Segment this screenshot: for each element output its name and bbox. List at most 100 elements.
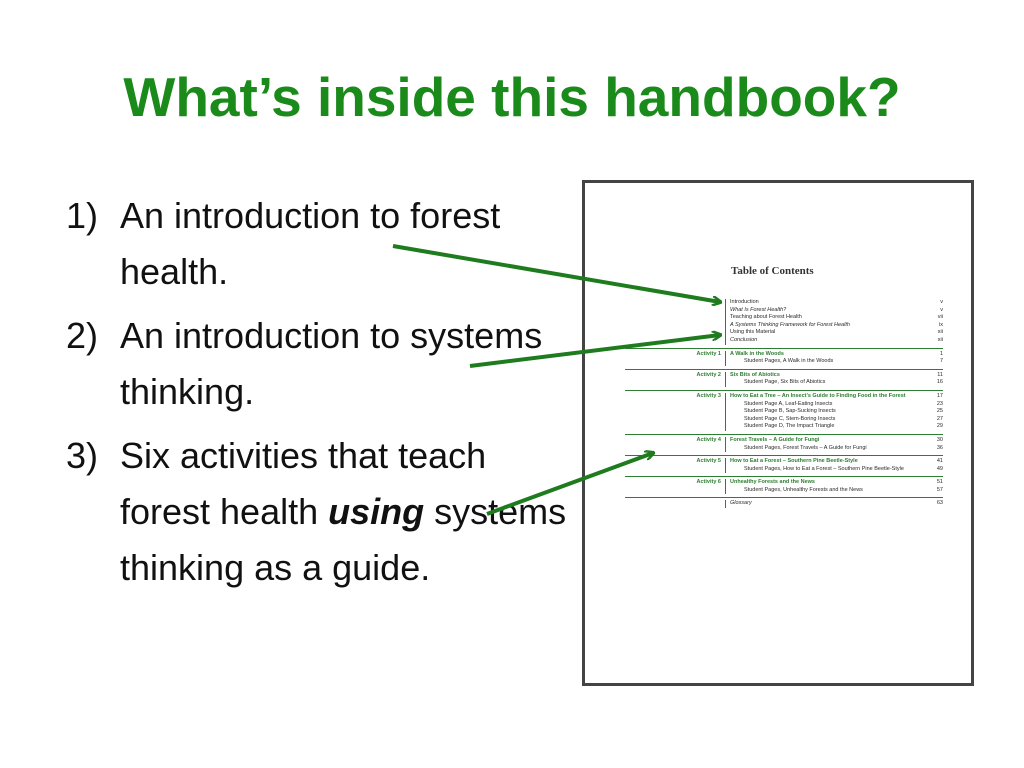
- toc-activity-label: [625, 416, 725, 424]
- toc-sub-entry: Student Pages, Unhealthy Forests and the…: [625, 486, 943, 495]
- bullet-text: Six activities that teach forest health …: [120, 428, 580, 596]
- toc-activity-label: Activity 5: [696, 458, 721, 465]
- toc-intro-entry: A Systems Thinking Framework for Forest …: [625, 321, 943, 330]
- toc-entry-label: Using this Material: [725, 329, 923, 337]
- toc-activity-label: [625, 445, 725, 453]
- toc-entry-label: Six Bits of Abiotics: [725, 371, 923, 380]
- toc-page-number: 29: [936, 423, 943, 430]
- toc-entry-label: Student Page D, The Impact Triangle: [725, 423, 923, 431]
- toc-sub-entry: Student Page B, Sap-Sucking Insects 25: [625, 408, 943, 416]
- toc-sub-entry: Student Page D, The Impact Triangle 29: [625, 423, 943, 431]
- toc-entry-label: Glossary: [725, 500, 923, 509]
- toc-activity-label: [625, 487, 725, 495]
- toc-divider: [625, 455, 943, 457]
- toc-activity-label: [625, 322, 725, 330]
- toc-activity-entry: Activity 5 How to Eat a Forest – Southern…: [625, 458, 943, 466]
- toc-sub-entry: Student Page, Six Bits of Abiotics 16: [625, 379, 943, 387]
- toc-page-number: 57: [936, 486, 943, 493]
- toc-divider: [625, 497, 943, 499]
- bullet-item: 1) An introduction to forest health.: [66, 188, 586, 300]
- toc-page-number: 30: [936, 436, 943, 443]
- toc-page-number: 25: [936, 408, 943, 415]
- toc-divider: [625, 476, 943, 478]
- toc-activity-label: [625, 314, 725, 322]
- bullet-number: 3): [66, 435, 99, 476]
- toc-entry-label: Student Pages, Forest Travels – A Guide …: [725, 444, 923, 453]
- toc-activity-label: [625, 358, 725, 366]
- slide-title: What’s inside this handbook?: [123, 66, 901, 128]
- toc-sub-entry: Student Page C, Stem-Boring Insects 27: [625, 415, 943, 424]
- toc-entry-label: How to Eat a Tree – An Insect’s Guide to…: [725, 392, 923, 401]
- toc-page-number: 36: [936, 444, 943, 451]
- toc-title: Table of Contents: [731, 265, 814, 277]
- toc-activity-label: [625, 307, 725, 315]
- toc-activity-label: Activity 6: [696, 479, 721, 486]
- toc-page-number: xii: [937, 336, 943, 343]
- toc-activity-label: [625, 337, 725, 345]
- toc-entry-label: Student Page, Six Bits of Abiotics: [725, 379, 923, 387]
- toc-entry-label: How to Eat a Forest – Southern Pine Beet…: [725, 458, 923, 466]
- bullet-text: An introduction to systems thinking.: [120, 315, 543, 412]
- toc-page-number: 63: [936, 500, 943, 507]
- toc-activity-entry: Activity 3 How to Eat a Tree – An Insect’…: [625, 392, 943, 401]
- toc-divider: [625, 368, 943, 370]
- toc-entry-label: What Is Forest Health?: [725, 306, 923, 315]
- toc-intro-entry: Using this Material xii: [625, 329, 943, 337]
- toc-activity-label: Activity 1: [696, 350, 721, 357]
- toc-entry-label: Unhealthy Forests and the News: [725, 479, 923, 487]
- toc-activity-entry: Activity 4 Forest Travels – A Guide for F…: [625, 436, 943, 445]
- toc-page-number: 23: [936, 400, 943, 407]
- toc-entry-label: Student Page B, Sap-Sucking Insects: [725, 408, 923, 416]
- toc-page-number: v: [940, 306, 943, 313]
- toc-activity-label: [625, 329, 725, 337]
- toc-page-number: 49: [936, 465, 943, 472]
- toc-glossary-entry: Glossary 63: [625, 500, 943, 509]
- toc-divider: [625, 433, 943, 435]
- toc-page-number: v: [940, 299, 943, 305]
- toc-activity-label: [625, 466, 725, 474]
- bullet-number: 2): [66, 315, 99, 356]
- toc-entry-label: Student Page C, Stem-Boring Insects: [725, 415, 923, 424]
- toc-entry-label: A Walk in the Woods: [725, 350, 923, 359]
- toc-page-number: 41: [936, 458, 943, 465]
- toc-sub-entry: Student Page A, Leaf-Eating Insects 23: [625, 400, 943, 409]
- toc-page-number: vii: [937, 314, 943, 321]
- toc-activity-entry: Activity 6 Unhealthy Forests and the News…: [625, 479, 943, 487]
- bullet-item: 2) An introduction to systems thinking.: [66, 308, 586, 420]
- toc-activity-label: [625, 379, 725, 387]
- toc-intro-entry: Teaching about Forest Health vii: [625, 314, 943, 322]
- toc-entry-label: Student Pages, A Walk in the Woods: [725, 358, 923, 366]
- toc-page-number: 17: [936, 392, 943, 399]
- toc-intro-entry: What Is Forest Health? v: [625, 306, 943, 315]
- toc-entry-label: Student Pages, How to Eat a Forest – Sou…: [725, 465, 923, 474]
- bullet-text-before: Six activities that teach forest health: [120, 435, 487, 532]
- toc-page-number: ix: [939, 321, 943, 328]
- toc-page-number: 27: [936, 415, 943, 422]
- toc-page-number: 51: [936, 479, 943, 486]
- toc-entry-label: Teaching about Forest Health: [725, 314, 923, 322]
- toc-activity-label: Activity 4: [696, 436, 721, 443]
- toc-divider: [625, 347, 943, 349]
- toc-activity-label: Activity 3: [696, 392, 721, 399]
- toc-sub-entry: Student Pages, How to Eat a Forest – Sou…: [625, 465, 943, 474]
- toc-spacer: [625, 508, 943, 512]
- bullet-number: 1): [66, 195, 99, 236]
- toc-intro-entry: Introduction v: [625, 299, 943, 307]
- toc-page-number: 11: [937, 371, 943, 378]
- toc-page-number: 7: [939, 358, 943, 365]
- toc-page-number: 1: [939, 350, 943, 357]
- toc-sub-entry: Student Pages, A Walk in the Woods 7: [625, 358, 943, 366]
- toc-page-number: xii: [937, 329, 943, 336]
- toc-divider: [625, 389, 943, 391]
- toc-activity-entry: Activity 1 A Walk in the Woods 1: [625, 350, 943, 359]
- toc-entry-label: Introduction: [725, 299, 923, 307]
- toc-page-number: 16: [936, 379, 943, 386]
- toc-entry-label: Forest Travels – A Guide for Fungi: [725, 436, 923, 445]
- toc-activity-label: [625, 401, 725, 409]
- toc-entry-label: Student Page A, Leaf-Eating Insects: [725, 400, 923, 409]
- toc-activity-label: [625, 408, 725, 416]
- toc-entry-label: A Systems Thinking Framework for Forest …: [725, 321, 923, 330]
